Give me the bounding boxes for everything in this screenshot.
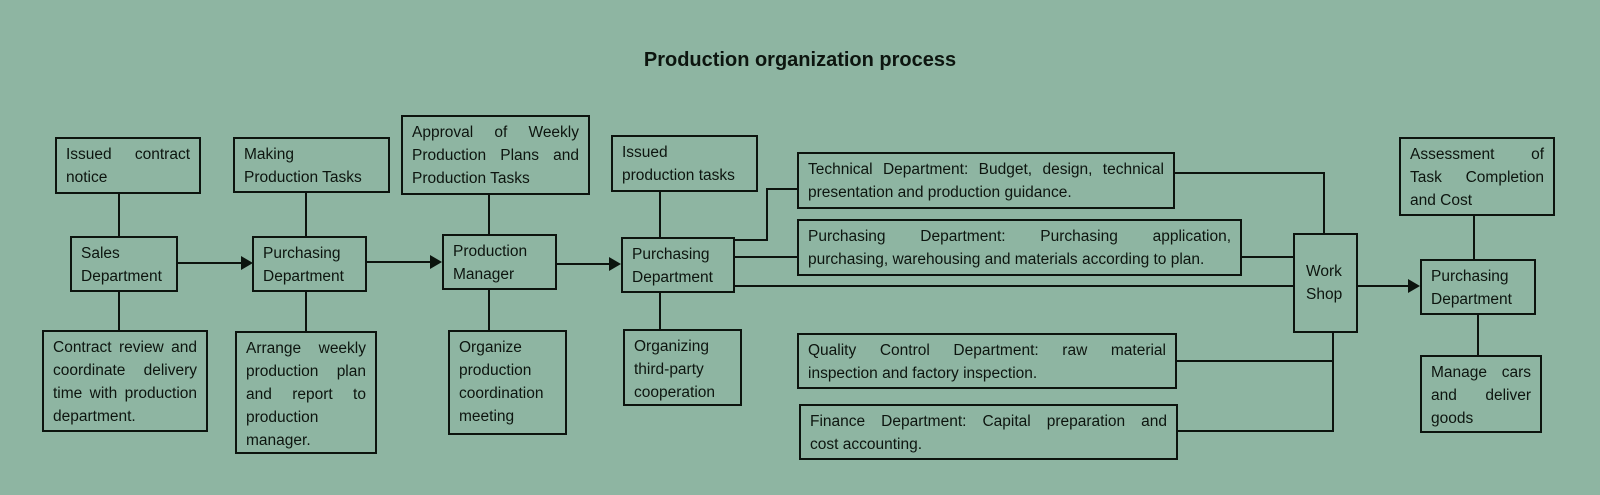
connector-purchasing1-arrangeweekly — [305, 291, 307, 331]
connector-purchasing2-thirdparty — [659, 292, 661, 329]
arrow-workshop-purchasing3-line — [1358, 285, 1410, 287]
connector-productionmanager-meeting — [488, 289, 490, 330]
connector-purchasing2-technical-h1 — [735, 239, 768, 241]
node-purchasing-application: Purchasing Department: Purchasing applic… — [797, 219, 1242, 276]
connector-purchasing2-technical-h2 — [766, 188, 797, 190]
connector-purchasing2-workshop — [735, 285, 1293, 287]
connector-qualitycontrol-stem — [1177, 360, 1334, 362]
node-technical-department: Technical Department: Budget, design, te… — [797, 152, 1175, 209]
arrow-sales-purchasing1-line — [178, 262, 244, 264]
connector-approval-productionmanager — [488, 194, 490, 234]
connector-purchasingapp-workshop — [1242, 256, 1293, 258]
arrow-purchasing1-manager-head — [430, 255, 442, 269]
connector-assessment-purchasing3 — [1473, 215, 1475, 259]
connector-purchasing2-technical-v — [766, 188, 768, 241]
connector-purchasing2-purchasingapp — [735, 256, 797, 258]
connector-technical-workshop-v — [1323, 172, 1325, 233]
connector-purchasing3-managecars — [1477, 314, 1479, 355]
arrow-manager-purchasing2-head — [609, 257, 621, 271]
diagram-title: Production organization process — [643, 49, 957, 71]
connector-issuedproduction-purchasing2 — [659, 191, 661, 237]
arrow-sales-purchasing1-head — [241, 256, 253, 270]
node-quality-control-department: Quality Control Department: raw material… — [797, 333, 1177, 389]
connector-workshop-bottom-stem — [1332, 333, 1334, 432]
arrow-purchasing1-manager-line — [367, 261, 433, 263]
connector-sales-contractreview — [118, 291, 120, 330]
connector-makingtasks-purchasing1 — [305, 192, 307, 236]
connector-finance-stem — [1178, 430, 1334, 432]
arrow-workshop-purchasing3-head — [1408, 279, 1420, 293]
arrow-manager-purchasing2-line — [557, 263, 611, 265]
node-finance-department: Finance Department: Capital preparation … — [799, 404, 1178, 460]
connector-technical-workshop-h — [1175, 172, 1325, 174]
connector-issuedcontract-sales — [118, 193, 120, 236]
